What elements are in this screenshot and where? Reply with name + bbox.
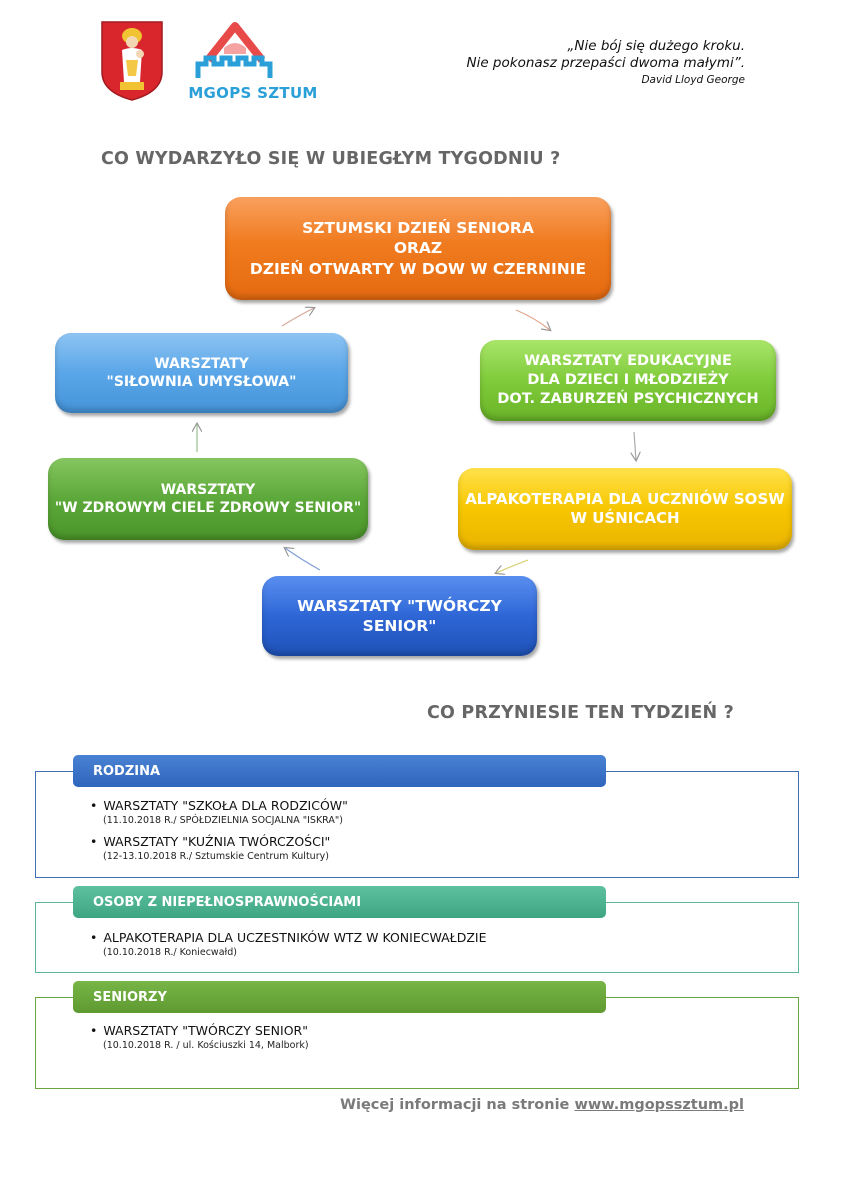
footer: Więcej informacji na stronie www.mgopssz… xyxy=(340,1097,744,1113)
section-disabilities-header: OSOBY Z NIEPEŁNOSPRAWNOŚCIAMI xyxy=(73,886,606,918)
box-line: SENIOR" xyxy=(362,617,437,635)
arrow-bottom-to-green xyxy=(285,548,321,571)
box-line: "SIŁOWNIA UMYSŁOWA" xyxy=(106,374,297,390)
box-line: DZIEŃ OTWARTY W DOW W CZERNINIE xyxy=(249,259,587,278)
footer-text: Więcej informacji na stronie xyxy=(340,1097,570,1113)
mgops-logo: MGOPS SZTUM xyxy=(188,18,318,106)
box-line: WARSZTATY EDUKACYJNE xyxy=(524,353,732,370)
box-line: WARSZTATY xyxy=(160,481,256,498)
past-week-title: CO WYDARZYŁO SIĘ W UBIEGŁYM TYGODNIU ? xyxy=(101,149,561,169)
list-item: WARSZTATY "TWÓRCZY SENIOR" (10.10.2018 R… xyxy=(90,1022,309,1052)
arrow-blue-to-top xyxy=(281,308,314,327)
list-item-details: (10.10.2018 R./ Koniecwałd) xyxy=(103,947,237,958)
box-line: DOT. ZABURZEŃ PSYCHICZNYCH xyxy=(497,390,759,407)
box-line: "W ZDROWYM CIELE ZDROWY SENIOR" xyxy=(54,500,362,516)
logo-text: MGOPS SZTUM xyxy=(188,84,318,102)
cycle-box-mind-gym: WARSZTATY "SIŁOWNIA UMYSŁOWA" xyxy=(55,333,348,413)
section-family-list: WARSZTATY "SZKOŁA DLA RODZICÓW" (11.10.2… xyxy=(90,797,348,869)
arrow-right-to-yellow xyxy=(634,431,636,460)
list-item-details: (11.10.2018 R./ SPÓŁDZIELNIA SOCJALNA "I… xyxy=(103,815,343,826)
section-disabilities-list: ALPAKOTERAPIA DLA UCZESTNIKÓW WTZ W KONI… xyxy=(90,929,486,965)
arrow-yellow-to-bottom xyxy=(496,559,529,573)
list-item-details: (10.10.2018 R. / ul. Kościuszki 14, Malb… xyxy=(103,1040,309,1051)
list-item: WARSZTATY "KUŹNIA TWÓRCZOŚCI" (12-13.10.… xyxy=(90,833,348,863)
cycle-box-senior-day: SZTUMSKI DZIEŃ SENIORA ORAZ DZIEŃ OTWART… xyxy=(225,197,611,300)
arrow-top-to-right xyxy=(515,309,550,330)
box-line: W UŚNICACH xyxy=(570,509,680,527)
box-line: SZTUMSKI DZIEŃ SENIORA xyxy=(302,219,534,238)
quote-line-1: „Nie bój się dużego kroku. xyxy=(567,38,745,54)
list-item: WARSZTATY "SZKOŁA DLA RODZICÓW" (11.10.2… xyxy=(90,797,348,827)
box-line: WARSZTATY "TWÓRCZY xyxy=(297,596,502,615)
list-item-title: WARSZTATY "SZKOŁA DLA RODZICÓW" xyxy=(90,797,348,814)
box-line: WARSZTATY xyxy=(154,355,249,372)
section-family-frame xyxy=(35,771,799,878)
box-line: ORAZ xyxy=(393,239,443,258)
sztum-coat-of-arms xyxy=(100,20,164,102)
cycle-box-creative-senior: WARSZTATY "TWÓRCZY SENIOR" xyxy=(262,576,537,656)
section-seniors-list: WARSZTATY "TWÓRCZY SENIOR" (10.10.2018 R… xyxy=(90,1022,309,1058)
box-line: DLA DZIECI I MŁODZIEŻY xyxy=(527,372,729,389)
next-week-title: CO PRZYNIESIE TEN TYDZIEŃ ? xyxy=(427,703,734,723)
quote-line-2: Nie pokonasz przepaści dwoma małymi”. xyxy=(466,55,745,71)
cycle-box-alpaca-therapy: ALPAKOTERAPIA DLA UCZNIÓW SOSW W UŚNICAC… xyxy=(458,468,792,550)
list-item-details: (12-13.10.2018 R./ Sztumskie Centrum Kul… xyxy=(103,851,329,862)
cycle-box-healthy-senior: WARSZTATY "W ZDROWYM CIELE ZDROWY SENIOR… xyxy=(48,458,368,540)
cycle-box-education-workshops: WARSZTATY EDUKACYJNE DLA DZIECI I MŁODZI… xyxy=(480,340,776,421)
quote-author: David Lloyd George xyxy=(641,74,745,86)
website-link[interactable]: www.mgopssztum.pl xyxy=(574,1097,744,1113)
list-item-title: WARSZTATY "KUŹNIA TWÓRCZOŚCI" xyxy=(90,833,348,850)
section-family-header: RODZINA xyxy=(73,755,606,787)
quote: „Nie bój się dużego kroku. Nie pokonasz … xyxy=(466,38,745,87)
box-line: ALPAKOTERAPIA DLA UCZNIÓW SOSW xyxy=(465,489,785,508)
list-item-title: WARSZTATY "TWÓRCZY SENIOR" xyxy=(90,1022,309,1039)
section-seniors-header: SENIORZY xyxy=(73,981,606,1013)
list-item-title: ALPAKOTERAPIA DLA UCZESTNIKÓW WTZ W KONI… xyxy=(90,929,486,946)
list-item: ALPAKOTERAPIA DLA UCZESTNIKÓW WTZ W KONI… xyxy=(90,929,486,959)
